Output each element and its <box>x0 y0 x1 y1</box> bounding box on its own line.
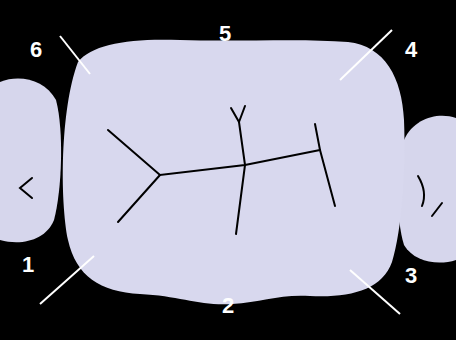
callout-slot: 3 <box>405 265 417 287</box>
tooth-crown <box>63 40 405 305</box>
callout-number: 4 <box>405 39 417 61</box>
fissure-lines <box>20 106 442 234</box>
separator-lines <box>40 30 400 314</box>
callout-slot: 4 <box>405 39 417 61</box>
callout-number: 6 <box>30 39 42 61</box>
neighbour-tooth <box>398 116 456 263</box>
callout-slot: 1 <box>22 254 34 276</box>
neighbour-tooth <box>0 79 61 243</box>
callout-slot: 5 <box>219 23 231 45</box>
callout-number: 1 <box>22 254 34 276</box>
callout-slot: 2 <box>222 295 234 317</box>
callout-number: 5 <box>219 23 231 45</box>
callout-number: 2 <box>222 295 234 317</box>
callout-slot: 6 <box>30 39 42 61</box>
callout-number: 3 <box>405 265 417 287</box>
